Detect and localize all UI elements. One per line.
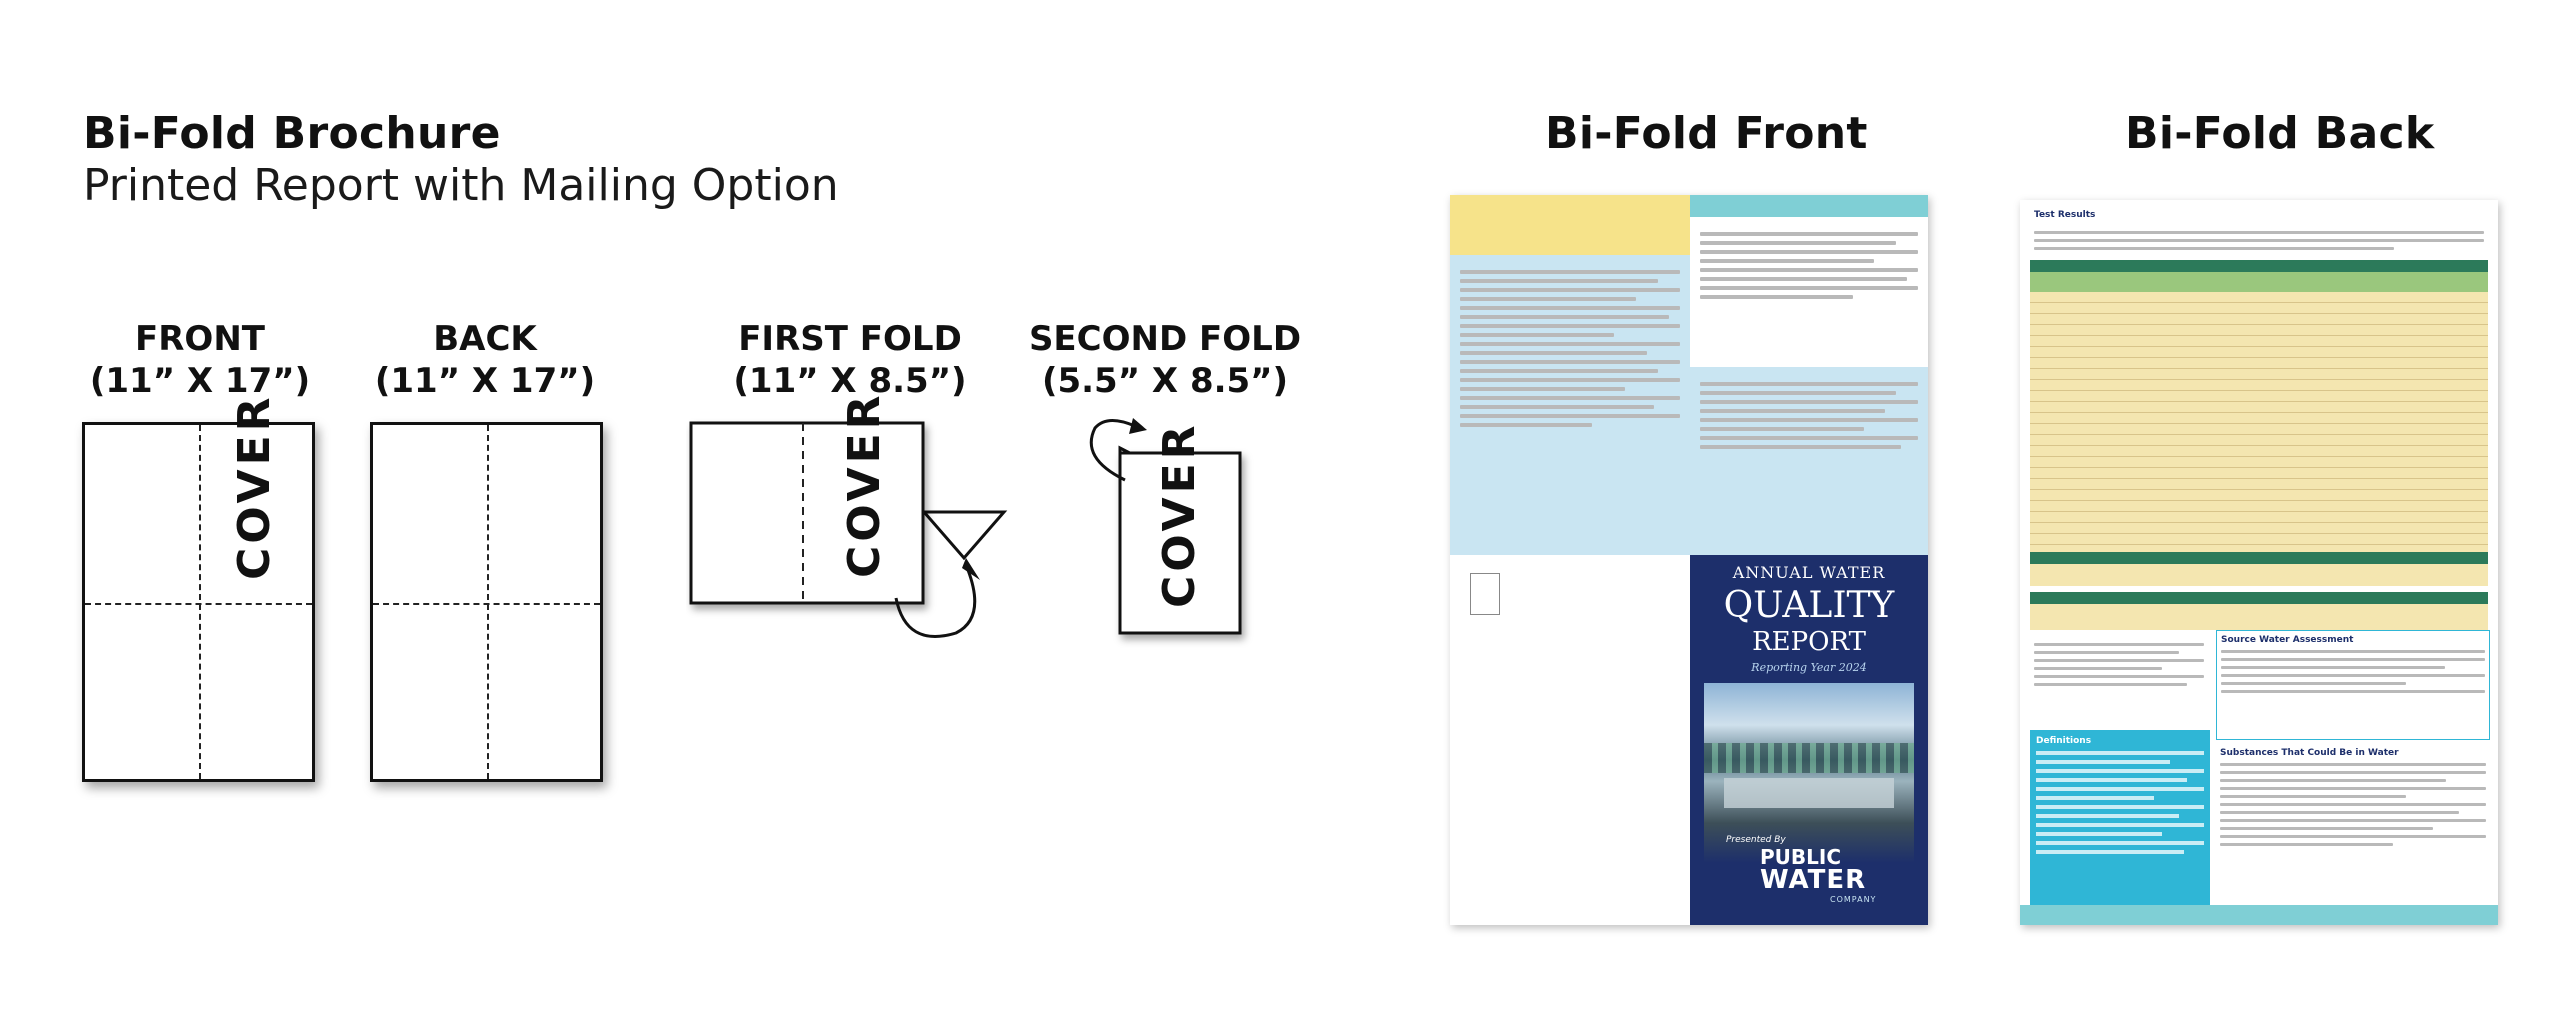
step-first-fold-label: FIRST FOLD(11” X 8.5”) (733, 319, 967, 401)
first-fold-cover-label: COVER (839, 391, 890, 578)
step-second-fold-label: SECOND FOLD(5.5” X 8.5”) (1028, 319, 1302, 401)
step-back-label: BACK(11” X 17”) (374, 319, 596, 401)
definitions-box: Definitions (2030, 730, 2210, 910)
results-table (2030, 292, 2488, 556)
fold-arrow-icon (962, 558, 980, 580)
front-sheet-diagram: COVER (82, 393, 315, 782)
back-preview-heading: Bi-Fold Back (2125, 108, 2435, 159)
page-title: Bi-Fold Brochure (83, 108, 501, 159)
cover-label: COVER (229, 393, 280, 580)
source-assessment-box: Source Water Assessment (2216, 630, 2490, 740)
front-brochure-preview: ANNUAL WATER QUALITY REPORT Reporting Ye… (1450, 195, 1928, 925)
fold-arrow-icon (1129, 418, 1147, 434)
page-subtitle: Printed Report with Mailing Option (83, 160, 839, 211)
back-sheet-diagram (370, 422, 603, 782)
postage-box (1470, 573, 1500, 615)
second-fold-cover-label: COVER (1154, 421, 1205, 608)
first-fold-diagram (689, 421, 1008, 638)
cover-panel: ANNUAL WATER QUALITY REPORT Reporting Ye… (1690, 555, 1928, 925)
second-fold-diagram (1089, 418, 1242, 635)
front-preview-heading: Bi-Fold Front (1545, 108, 1868, 159)
back-brochure-preview: Test Results Source Water Assessment Def… (2020, 200, 2498, 925)
step-front-label: FRONT(11” X 17”) (89, 319, 311, 401)
cover-photo (1704, 683, 1914, 823)
